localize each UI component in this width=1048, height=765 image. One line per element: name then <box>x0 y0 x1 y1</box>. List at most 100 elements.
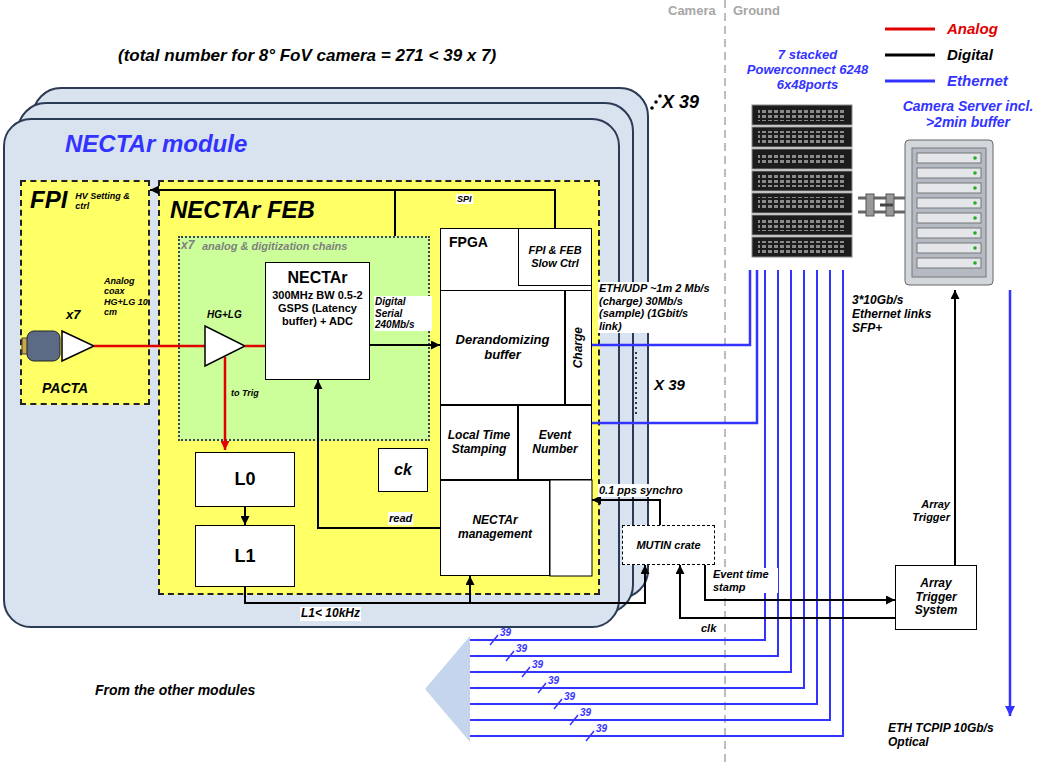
legend-text: Analog <box>947 20 998 37</box>
switch-unit <box>752 127 852 147</box>
switch-ports <box>758 219 846 231</box>
array-trigger-box: Array Trigger System <box>895 565 977 630</box>
box-text: 7 stacked Powerconnect 6248 6x48ports <box>735 48 880 93</box>
box-text: NECTAr module <box>65 130 247 158</box>
camera-ground-divider <box>724 0 726 765</box>
connector-label: clk <box>700 622 717 635</box>
annotation: Analog coax HG+LG 10 cm <box>104 276 148 317</box>
ethernet-wire <box>592 270 757 423</box>
bundle-tick <box>586 731 594 741</box>
connector <box>244 507 246 525</box>
legend-line <box>885 79 935 82</box>
legend-line <box>885 27 935 30</box>
annotation: Ground <box>733 4 780 19</box>
module-link <box>470 270 791 672</box>
connector-label: SPI <box>456 194 473 204</box>
switch-illustration <box>752 105 852 257</box>
link-count: 39 <box>500 627 511 639</box>
sfp-cables <box>858 194 905 216</box>
legend-text: Digital <box>947 46 993 63</box>
annotation: X 39 <box>654 376 685 393</box>
slow-control-box: FPI & FEB Slow Ctrl <box>518 228 592 286</box>
drive-bay <box>917 153 981 163</box>
box-text: FPI & FEB Slow Ctrl <box>522 244 588 269</box>
connector <box>245 565 645 603</box>
bundle-tick <box>554 699 562 709</box>
switch-ports <box>758 241 846 253</box>
module-link <box>470 270 804 688</box>
drive-bay <box>917 243 981 253</box>
legend-line <box>885 53 935 56</box>
link-count: 39 <box>516 643 527 655</box>
bundle-tick <box>570 715 578 725</box>
drive-bay <box>917 198 981 208</box>
connector-label: 3*10Gb/s Ethernet links SFP+ <box>851 294 943 335</box>
bundle-tick <box>506 651 514 661</box>
switch-unit <box>752 237 852 257</box>
spare-box <box>550 480 592 576</box>
legend-row: Analog <box>885 20 998 37</box>
box-text: ck <box>394 461 412 479</box>
annotation: x7 <box>181 239 194 253</box>
box-text: NECTAr management <box>444 514 546 542</box>
bundle-tick <box>522 667 530 677</box>
drive-bay <box>917 228 981 238</box>
box-text: Camera Server incl. >2min buffer <box>893 98 1043 130</box>
link-count: 39 <box>596 723 607 735</box>
box-text: Derandomizing buffer <box>444 333 561 363</box>
connector-label: L1< 10kHz <box>300 607 361 621</box>
module-link <box>470 270 778 656</box>
box-text: FPGA <box>449 234 488 250</box>
annotation: HG+LG <box>207 309 242 321</box>
box-text: FPI <box>30 186 67 214</box>
event-number-box: Event Number <box>518 405 592 480</box>
annotation: From the other modules <box>95 682 255 698</box>
switch-unit <box>752 149 852 169</box>
box-text: Charge <box>572 327 586 368</box>
drive-led <box>973 156 977 160</box>
annotation: ETH TCPIP 10Gb/s Optical <box>888 722 1003 750</box>
server-bays <box>917 153 981 268</box>
drive-led <box>973 186 977 190</box>
box-text: MUTIN crate <box>636 539 700 552</box>
connector <box>954 290 956 565</box>
box-text: analog & digitization chains <box>202 240 347 253</box>
server-panel <box>912 148 986 277</box>
legend-row: Digital <box>885 46 993 63</box>
annotation: to Trig <box>231 388 259 398</box>
link-count: 39 <box>532 659 543 671</box>
ellipsis-dot <box>658 94 662 98</box>
trigger-box: L0 <box>195 452 295 507</box>
analog-wire <box>245 345 265 348</box>
preamp-triangle <box>62 331 94 361</box>
box-text: L0 <box>234 469 255 490</box>
annotation: PACTA <box>42 380 88 396</box>
box-text: NECTAr FEB <box>170 196 315 224</box>
connector <box>705 565 895 600</box>
switch-ports <box>758 197 846 209</box>
sfp-cable <box>858 197 905 200</box>
drive-led <box>973 171 977 175</box>
optical-link <box>1009 290 1012 716</box>
box-text: 300MHz BW 0.5-2 GSPS (Latency buffer) + … <box>269 289 366 327</box>
link-count: 39 <box>564 691 575 703</box>
legend-line <box>885 49 937 61</box>
box-text: NECTAr <box>287 269 347 287</box>
legend-line <box>885 23 937 35</box>
drive-led <box>973 246 977 250</box>
connector-label: Event time stamp <box>712 568 778 593</box>
switch-ports <box>758 175 846 187</box>
legend-row: Ethernet <box>885 72 1008 89</box>
box-text: Local Time Stamping <box>444 429 514 457</box>
sfp-plug <box>866 194 874 216</box>
module-link <box>470 270 830 720</box>
drive-bay <box>917 168 981 178</box>
connector <box>395 190 555 236</box>
connector-label: ETH/UDP ~1m 2 Mb/s (charge) 30Mb/s (samp… <box>598 282 712 333</box>
switch-unit <box>752 171 852 191</box>
analog-coax <box>94 345 205 348</box>
drive-led <box>973 201 977 205</box>
connector <box>592 270 750 345</box>
connector <box>370 344 440 346</box>
drive-led <box>973 216 977 220</box>
